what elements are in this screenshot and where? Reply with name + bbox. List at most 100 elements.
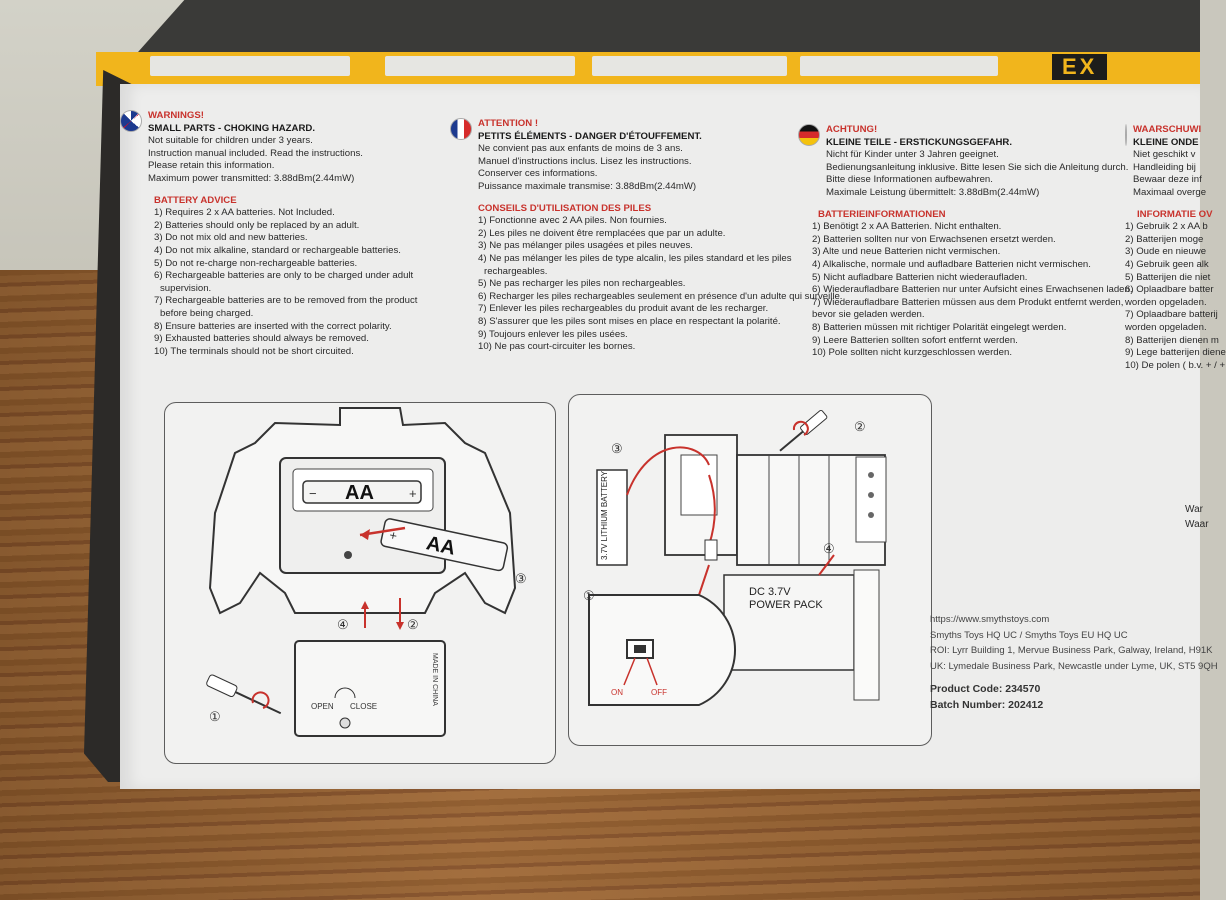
warning-line: Manuel d'instructions inclus. Lisez les … — [478, 155, 692, 167]
warning-line: Maximaal overge — [1133, 186, 1207, 198]
battery-line: 2) Batterijen moge — [1125, 233, 1204, 245]
battery-line: 1) Requires 2 x AA batteries. Not Includ… — [154, 207, 335, 219]
battery-list: 1) Gebruik 2 x AA b 2) Batterijen moge 3… — [1125, 221, 1226, 372]
battery-line: 5) Do not re-charge non-rechargeable bat… — [154, 257, 358, 269]
battery-line: 9) Leere Batterien sollten sofort entfer… — [812, 334, 1018, 346]
battery-line: 1) Gebruik 2 x AA b — [1125, 221, 1208, 233]
english-section: WARNINGS! SMALL PARTS - CHOKING HAZARD. … — [120, 110, 417, 358]
battery-line: 4) Do not mix alkaline, standard or rech… — [154, 244, 401, 256]
battery-line: 3) Oude en nieuwe — [1125, 246, 1207, 258]
controller-battery-diagram: AA − + AA + ③ ④ ② MADE IN CHINA OPEN CLO… — [164, 402, 556, 764]
warning-line: Instruction manual included. Read the in… — [148, 147, 363, 159]
battery-line: 2) Les piles ne doivent être remplacées … — [478, 227, 726, 239]
roi-address: ROI: Lyrr Building 1, Mervue Business Pa… — [930, 645, 1213, 656]
warning-line: Bewaar deze inf — [1133, 174, 1202, 186]
warnings-heading: ACHTUNG! — [826, 124, 878, 135]
website-url: https://www.smythstoys.com — [930, 614, 1050, 625]
battery-line: 2) Batteries should only be replaced by … — [154, 219, 360, 231]
battery-list: 1) Benötigt 2 x AA Batterien. Nicht enth… — [812, 221, 1133, 360]
lithium-battery-label: 3.7V LITHIUM BATTERY — [600, 470, 609, 560]
vehicle-battery-diagram: 3.7V LITHIUM BATTERY ③ DC 3.7V POWER PAC… — [568, 394, 932, 746]
power-pack-voltage: DC 3.7V — [749, 586, 791, 598]
open-label: OPEN — [311, 702, 334, 711]
battery-line: 9) Toujours enlever les piles usées. — [478, 328, 628, 340]
french-section: ATTENTION ! PETITS ÉLÉMENTS - DANGER D'É… — [450, 118, 842, 354]
warning-line: Maximale Leistung übermittelt: 3.88dBm(2… — [826, 186, 1040, 198]
svg-text:+: + — [409, 486, 417, 501]
off-label: OFF — [651, 688, 667, 697]
warning-line: Ne convient pas aux enfants de moins de … — [478, 143, 683, 155]
battery-line: 5) Nicht aufladbare Batterien nicht wied… — [812, 271, 1028, 283]
battery-line: 8) Ensure batteries are inserted with th… — [154, 320, 392, 332]
step-4-marker: ④ — [337, 617, 349, 632]
step-2-marker: ② — [854, 419, 866, 434]
battery-line: 6) Recharger les piles rechargeables seu… — [478, 290, 843, 302]
step-1-marker: ① — [583, 588, 595, 603]
controller-illustration: AA − + AA + ③ ④ ② MADE IN CHINA OPEN CLO… — [206, 407, 527, 737]
battery-line: before being charged. — [160, 307, 254, 319]
warning-line: Conserver ces informations. — [478, 168, 598, 180]
germany-flag-icon — [798, 124, 820, 146]
warning-line: Please retain this information. — [148, 160, 275, 172]
battery-line: 6) Oplaadbare batter — [1125, 284, 1214, 296]
battery-line: 9) Exhausted batteries should always be … — [154, 333, 369, 345]
step-3-marker: ③ — [611, 441, 623, 456]
france-flag-icon — [450, 118, 472, 140]
hazard-heading: KLEINE ONDE — [1133, 136, 1199, 148]
battery-line: 7) Oplaadbare batterij — [1125, 309, 1218, 321]
uk-address: UK: Lymedale Business Park, Newcastle un… — [930, 660, 1218, 672]
german-section: ACHTUNG! KLEINE TEILE - ERSTICKUNGSGEFAH… — [798, 124, 1133, 360]
battery-heading: BATTERIEINFORMATIONEN — [818, 208, 946, 220]
power-pack-label: POWER PACK — [749, 599, 823, 611]
svg-text:−: − — [309, 486, 317, 501]
battery-line: 10) De polen ( b.v. + / + — [1125, 359, 1226, 371]
battery-heading: CONSEILS D'UTILISATION DES PILES — [478, 202, 652, 214]
step-1-marker: ① — [209, 709, 221, 724]
battery-line: bevor sie geladen werden. — [812, 309, 925, 321]
dutch-section: WAARSCHUWI KLEINE ONDE Niet geschikt v H… — [1125, 124, 1226, 372]
step-3-marker: ③ — [515, 571, 527, 586]
battery-line: 3) Ne pas mélanger piles usagées et pile… — [478, 240, 693, 252]
battery-line: 3) Do not mix old and new batteries. — [154, 232, 308, 244]
netherlands-flag-icon — [1125, 124, 1127, 146]
battery-line: 9) Lege batterijen diene — [1125, 347, 1226, 359]
warnings-heading: WAARSCHUWI — [1133, 124, 1202, 135]
battery-line: 8) Batterien müssen mit richtiger Polari… — [812, 321, 1067, 333]
battery-line: 10) Pole sollten nicht kurzgeschlossen w… — [812, 347, 1012, 359]
cutoff-line: War — [1185, 504, 1203, 515]
battery-line: 10) The terminals should not be short ci… — [154, 345, 354, 357]
battery-line: 7) Rechargeable batteries are to be remo… — [154, 295, 418, 307]
battery-line: 6) Wiederaufladbare Batterien nur unter … — [812, 284, 1133, 296]
product-thumbnail-1 — [150, 56, 350, 76]
battery-line: 6) Rechargeable batteries are only to be… — [154, 270, 414, 282]
step-2-marker: ② — [407, 617, 419, 632]
battery-line: 1) Benötigt 2 x AA Batterien. Nicht enth… — [812, 221, 1002, 233]
warnings-heading: WARNINGS! — [148, 110, 204, 121]
warnings-heading: ATTENTION ! — [478, 118, 539, 129]
battery-line: worden opgeladen. — [1125, 321, 1207, 333]
batch-number: Batch Number: 202412 — [930, 698, 1044, 711]
box-back-panel: WARNINGS! SMALL PARTS - CHOKING HAZARD. … — [120, 84, 1226, 789]
battery-line: 2) Batterien sollten nur von Erwachsenen… — [812, 233, 1056, 245]
cutoff-line: Waar — [1185, 519, 1209, 530]
step-4-marker: ④ — [823, 541, 835, 556]
battery-line: 5) Batterijen die niet — [1125, 271, 1211, 283]
battery-line: 7) Enlever les piles rechargeables du pr… — [478, 303, 769, 315]
hazard-heading: KLEINE TEILE - ERSTICKUNGSGEFAHR. — [826, 136, 1013, 148]
battery-line: 4) Alkalische, normale und aufladbare Ba… — [812, 258, 1091, 270]
battery-heading: BATTERY ADVICE — [154, 194, 237, 206]
hazard-heading: PETITS ÉLÉMENTS - DANGER D'ÉTOUFFEMENT. — [478, 130, 702, 142]
battery-line: 5) Ne pas recharger les piles non rechar… — [478, 278, 686, 290]
cutoff-text: War Waar — [1185, 502, 1209, 532]
warning-line: Handleiding bij — [1133, 161, 1196, 173]
on-label: ON — [611, 688, 623, 697]
battery-list: 1) Requires 2 x AA batteries. Not Includ… — [154, 207, 417, 358]
manufacturer-info: https://www.smythstoys.com Smyths Toys H… — [930, 612, 1218, 713]
battery-line: 8) Batterijen dienen m — [1125, 334, 1219, 346]
battery-line: 4) Gebruik geen alk — [1125, 258, 1209, 270]
aa-battery-label: AA — [345, 482, 374, 504]
product-thumbnail-4 — [800, 56, 998, 76]
box-top-lid — [129, 0, 1200, 62]
svg-text:+: + — [388, 527, 399, 543]
uk-flag-icon — [120, 110, 142, 132]
